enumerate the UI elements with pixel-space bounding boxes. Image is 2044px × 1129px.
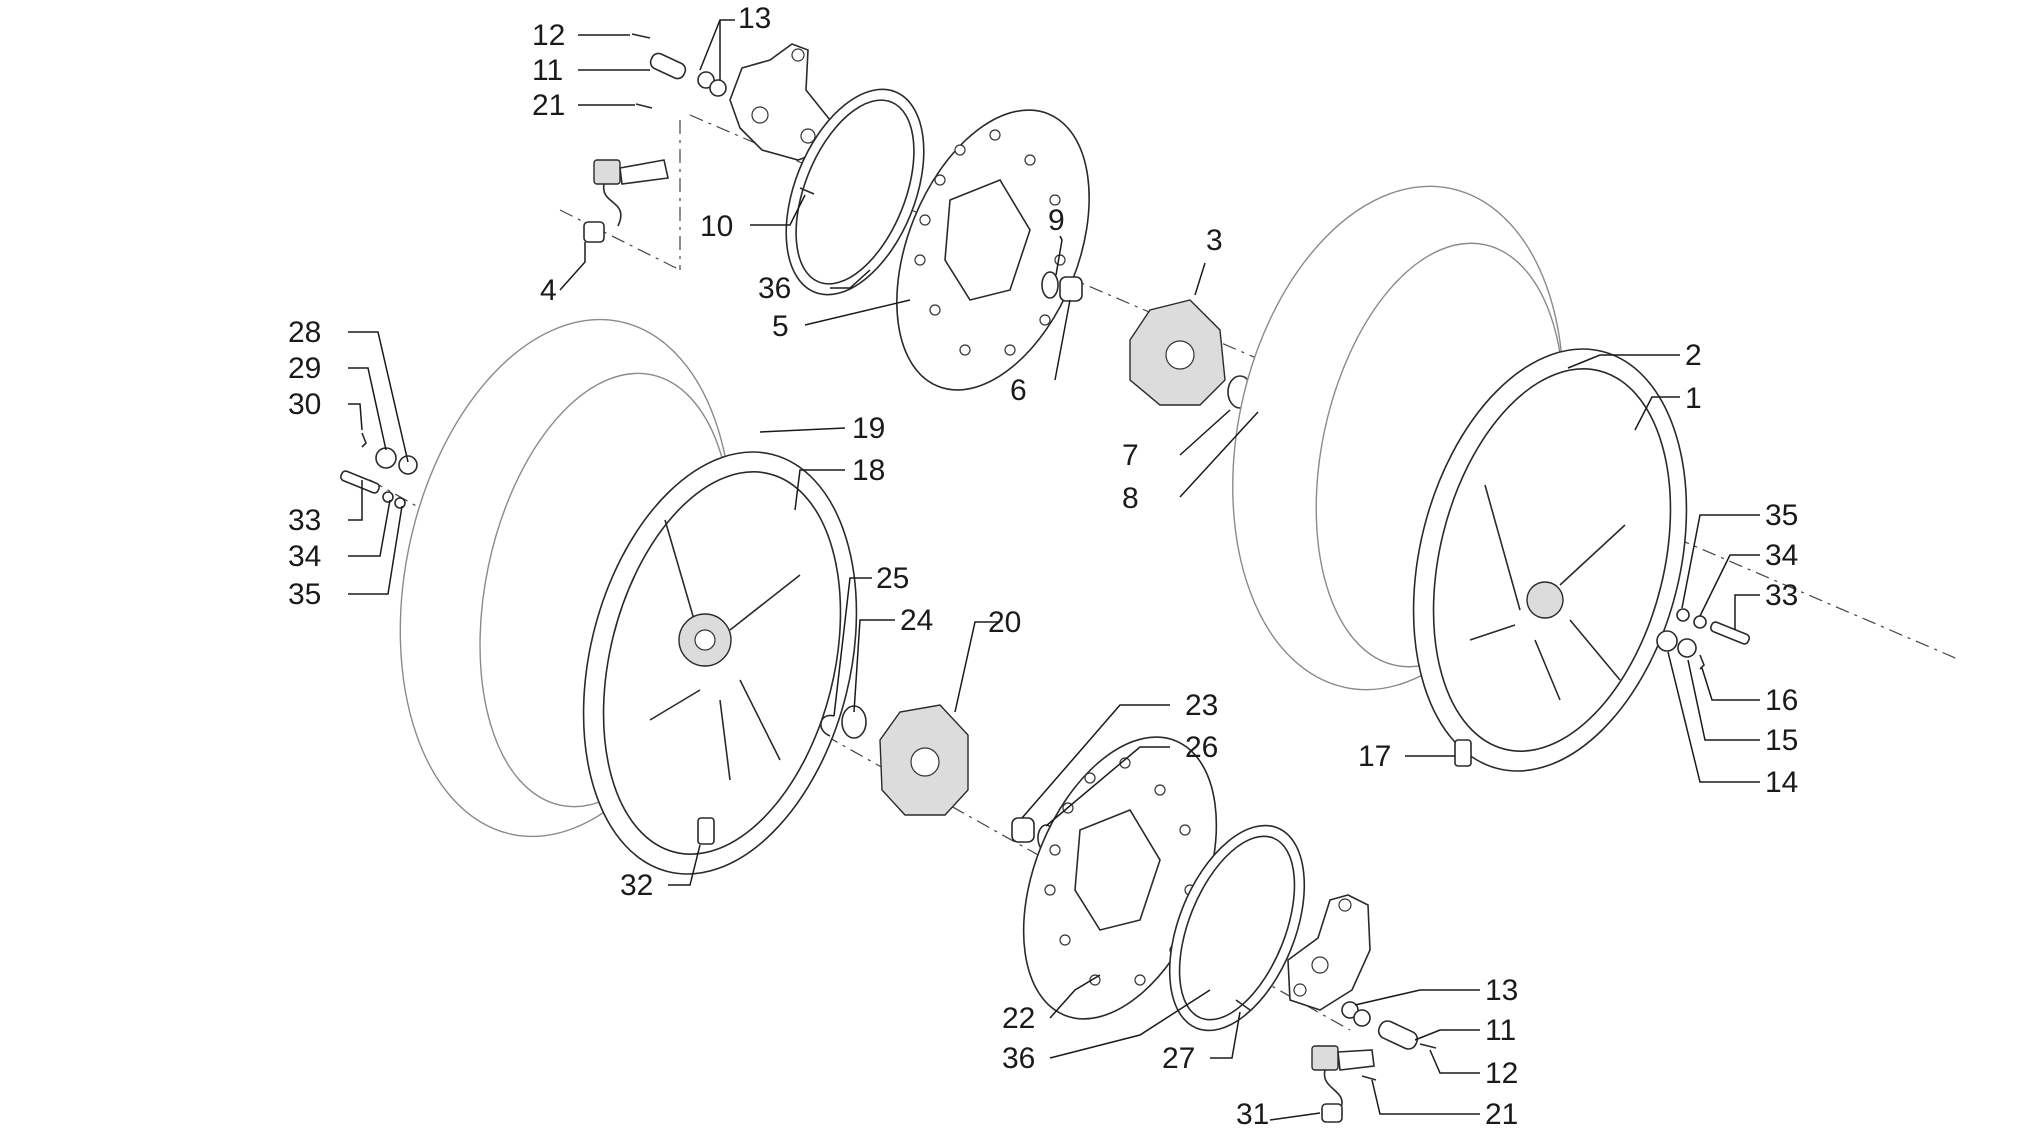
callout-36-upper: 36	[758, 272, 791, 305]
callout-12-upper: 12	[532, 19, 565, 52]
left-axle-hardware	[339, 432, 418, 509]
callout-4: 4	[540, 274, 557, 307]
callout-18: 18	[852, 454, 885, 487]
lower-caliper-bracket	[1287, 894, 1371, 1011]
callout-8: 8	[1122, 482, 1139, 515]
callout-5: 5	[772, 310, 789, 343]
callout-15: 15	[1765, 724, 1798, 757]
left-valve	[697, 817, 715, 845]
upper-spacer-seal	[1041, 271, 1083, 302]
callout-14: 14	[1765, 766, 1798, 799]
callout-30: 30	[288, 388, 321, 421]
upper-abs-sensor	[583, 159, 669, 243]
callout-9: 9	[1048, 204, 1065, 237]
callout-23: 23	[1185, 689, 1218, 722]
callout-20: 20	[988, 606, 1021, 639]
callout-11-upper: 11	[532, 54, 563, 87]
callout-28: 28	[288, 316, 321, 349]
lower-pin-assembly	[1341, 1001, 1437, 1081]
callout-35-left: 35	[288, 578, 321, 611]
callout-7: 7	[1122, 439, 1139, 472]
callout-34-right: 34	[1765, 539, 1798, 572]
callout-labels: 12 13 11 21 10 4 36 5 9 3 6 2 1 7 8 28 2…	[288, 2, 1798, 1129]
callout-12-lower: 12	[1485, 1057, 1518, 1090]
callout-2: 2	[1685, 339, 1702, 372]
lower-abs-sensor	[1311, 1045, 1375, 1123]
callout-25: 25	[876, 562, 909, 595]
callout-33-left: 33	[288, 504, 321, 537]
callout-21-upper: 21	[532, 89, 565, 122]
callout-24: 24	[900, 604, 933, 637]
callout-36-lower: 36	[1002, 1042, 1035, 1075]
callout-32: 32	[620, 869, 653, 902]
callout-13-upper: 13	[738, 2, 771, 35]
callout-11-lower: 11	[1485, 1014, 1516, 1047]
callout-34-left: 34	[288, 540, 321, 573]
left-rim	[582, 451, 858, 875]
upper-brake-disc	[896, 109, 1090, 391]
callout-3: 3	[1206, 224, 1223, 257]
lower-hub	[879, 704, 969, 816]
callout-17: 17	[1358, 740, 1391, 773]
callout-16: 16	[1765, 684, 1798, 717]
upper-hub	[1129, 299, 1226, 406]
lower-brake-disc	[1022, 736, 1218, 1020]
right-rim	[1412, 348, 1688, 772]
leader-lines	[348, 19, 1760, 1121]
callout-10: 10	[700, 210, 733, 243]
upper-abs-tone-ring	[785, 88, 925, 296]
callout-13-lower: 13	[1485, 974, 1518, 1007]
callout-33-right: 33	[1765, 579, 1798, 612]
lower-abs-tone-ring	[1168, 824, 1306, 1032]
callout-6: 6	[1010, 374, 1027, 407]
callout-29: 29	[288, 352, 321, 385]
right-valve	[1454, 739, 1472, 767]
callout-35-right: 35	[1765, 499, 1798, 532]
callout-1: 1	[1685, 382, 1702, 415]
callout-21-lower: 21	[1485, 1098, 1518, 1129]
lower-bearing-circlip	[820, 705, 867, 739]
callout-31: 31	[1236, 1098, 1269, 1129]
right-axle-hardware	[1656, 608, 1751, 670]
upper-pin-assembly	[631, 33, 727, 109]
callout-19: 19	[852, 412, 885, 445]
callout-27: 27	[1162, 1042, 1195, 1075]
callout-22: 22	[1002, 1002, 1035, 1035]
callout-26: 26	[1185, 731, 1218, 764]
